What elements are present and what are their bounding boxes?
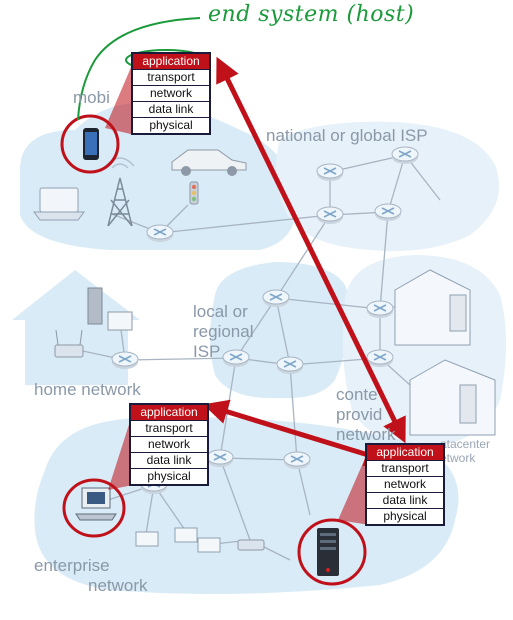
layer-application: application [131,405,207,421]
layer-transport: transport [367,461,443,477]
layer-application: application [133,54,209,70]
local-isp-label: local or regional ISP [193,302,254,362]
datacenter-building-icon [394,269,496,436]
server-icon [317,528,339,576]
enterprise-network-label: enterprise network [34,556,148,596]
local-isp-label-line: regional [193,322,254,341]
laptop-icon [33,187,85,221]
layer-physical: physical [149,118,193,132]
laptop-icon [135,527,221,553]
desktop-pc-icon [87,287,133,331]
local-isp-label-line: local or [193,302,248,321]
layer-application: application [367,445,443,461]
desktop-pc-icon [75,487,117,521]
logical-communication-arrows [203,56,406,467]
smartphone-icon [83,128,99,160]
local-isp-label-line: ISP [193,342,221,361]
protocol-stack-server: application transport network data link … [365,443,445,526]
enterprise-label-line: network [88,576,148,595]
layer-transport: transport [131,421,207,437]
enterprise-label-line: enterprise [34,556,110,575]
protocol-stack-mobile: application transport network data link … [131,52,211,135]
host-highlight-circles [60,114,367,586]
traffic-light-icon [189,181,199,205]
datacenter-label: atacenter etwork [440,437,490,465]
layer-network: network [133,86,209,102]
content-provider-label-line: network [336,425,396,444]
wifi-router-icon [54,329,84,358]
end-system-annotation: end system (host) [208,2,415,27]
layer-data-link: data link [131,453,207,469]
layer-data-link: data link [367,493,443,509]
layer-data-link: data link [133,102,209,118]
datacenter-label-line: etwork [440,451,476,465]
content-provider-label-line: provid [336,405,383,424]
layer-transport: transport [133,70,209,86]
layer-physical: physical [383,509,427,523]
mobile-network-label: mobi [73,88,110,107]
home-network-label: home network [34,380,141,399]
protocol-stack-enterprise: application transport network data link … [129,403,209,486]
datacenter-label-line: atacenter [440,437,491,451]
layer-network: network [367,477,443,493]
stack-callout-wedges [105,58,370,525]
content-provider-label-line: conte [336,385,378,404]
layer-network: network [131,437,207,453]
wifi-router-icon [237,539,265,551]
national-isp-label: national or global ISP [266,126,428,145]
layer-physical: physical [147,469,191,483]
content-provider-label: conte provid network [336,385,396,445]
